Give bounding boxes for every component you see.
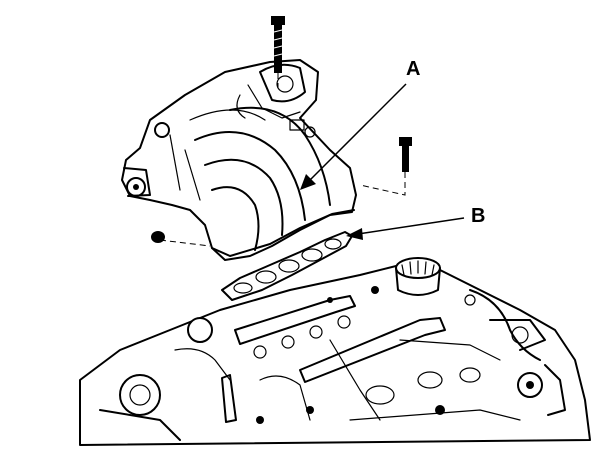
alignment-lines xyxy=(159,73,406,247)
engine-cylinder-head xyxy=(79,257,591,446)
right-bolt xyxy=(399,137,412,172)
callout-a: A xyxy=(300,58,420,190)
callout-b: B xyxy=(346,205,485,240)
left-nut xyxy=(151,231,165,243)
intake-manifold xyxy=(121,59,357,261)
manifold-gasket xyxy=(221,231,353,301)
callout-a-label: A xyxy=(406,58,420,80)
top-bolt xyxy=(271,16,285,73)
callout-b-label: B xyxy=(471,205,485,227)
